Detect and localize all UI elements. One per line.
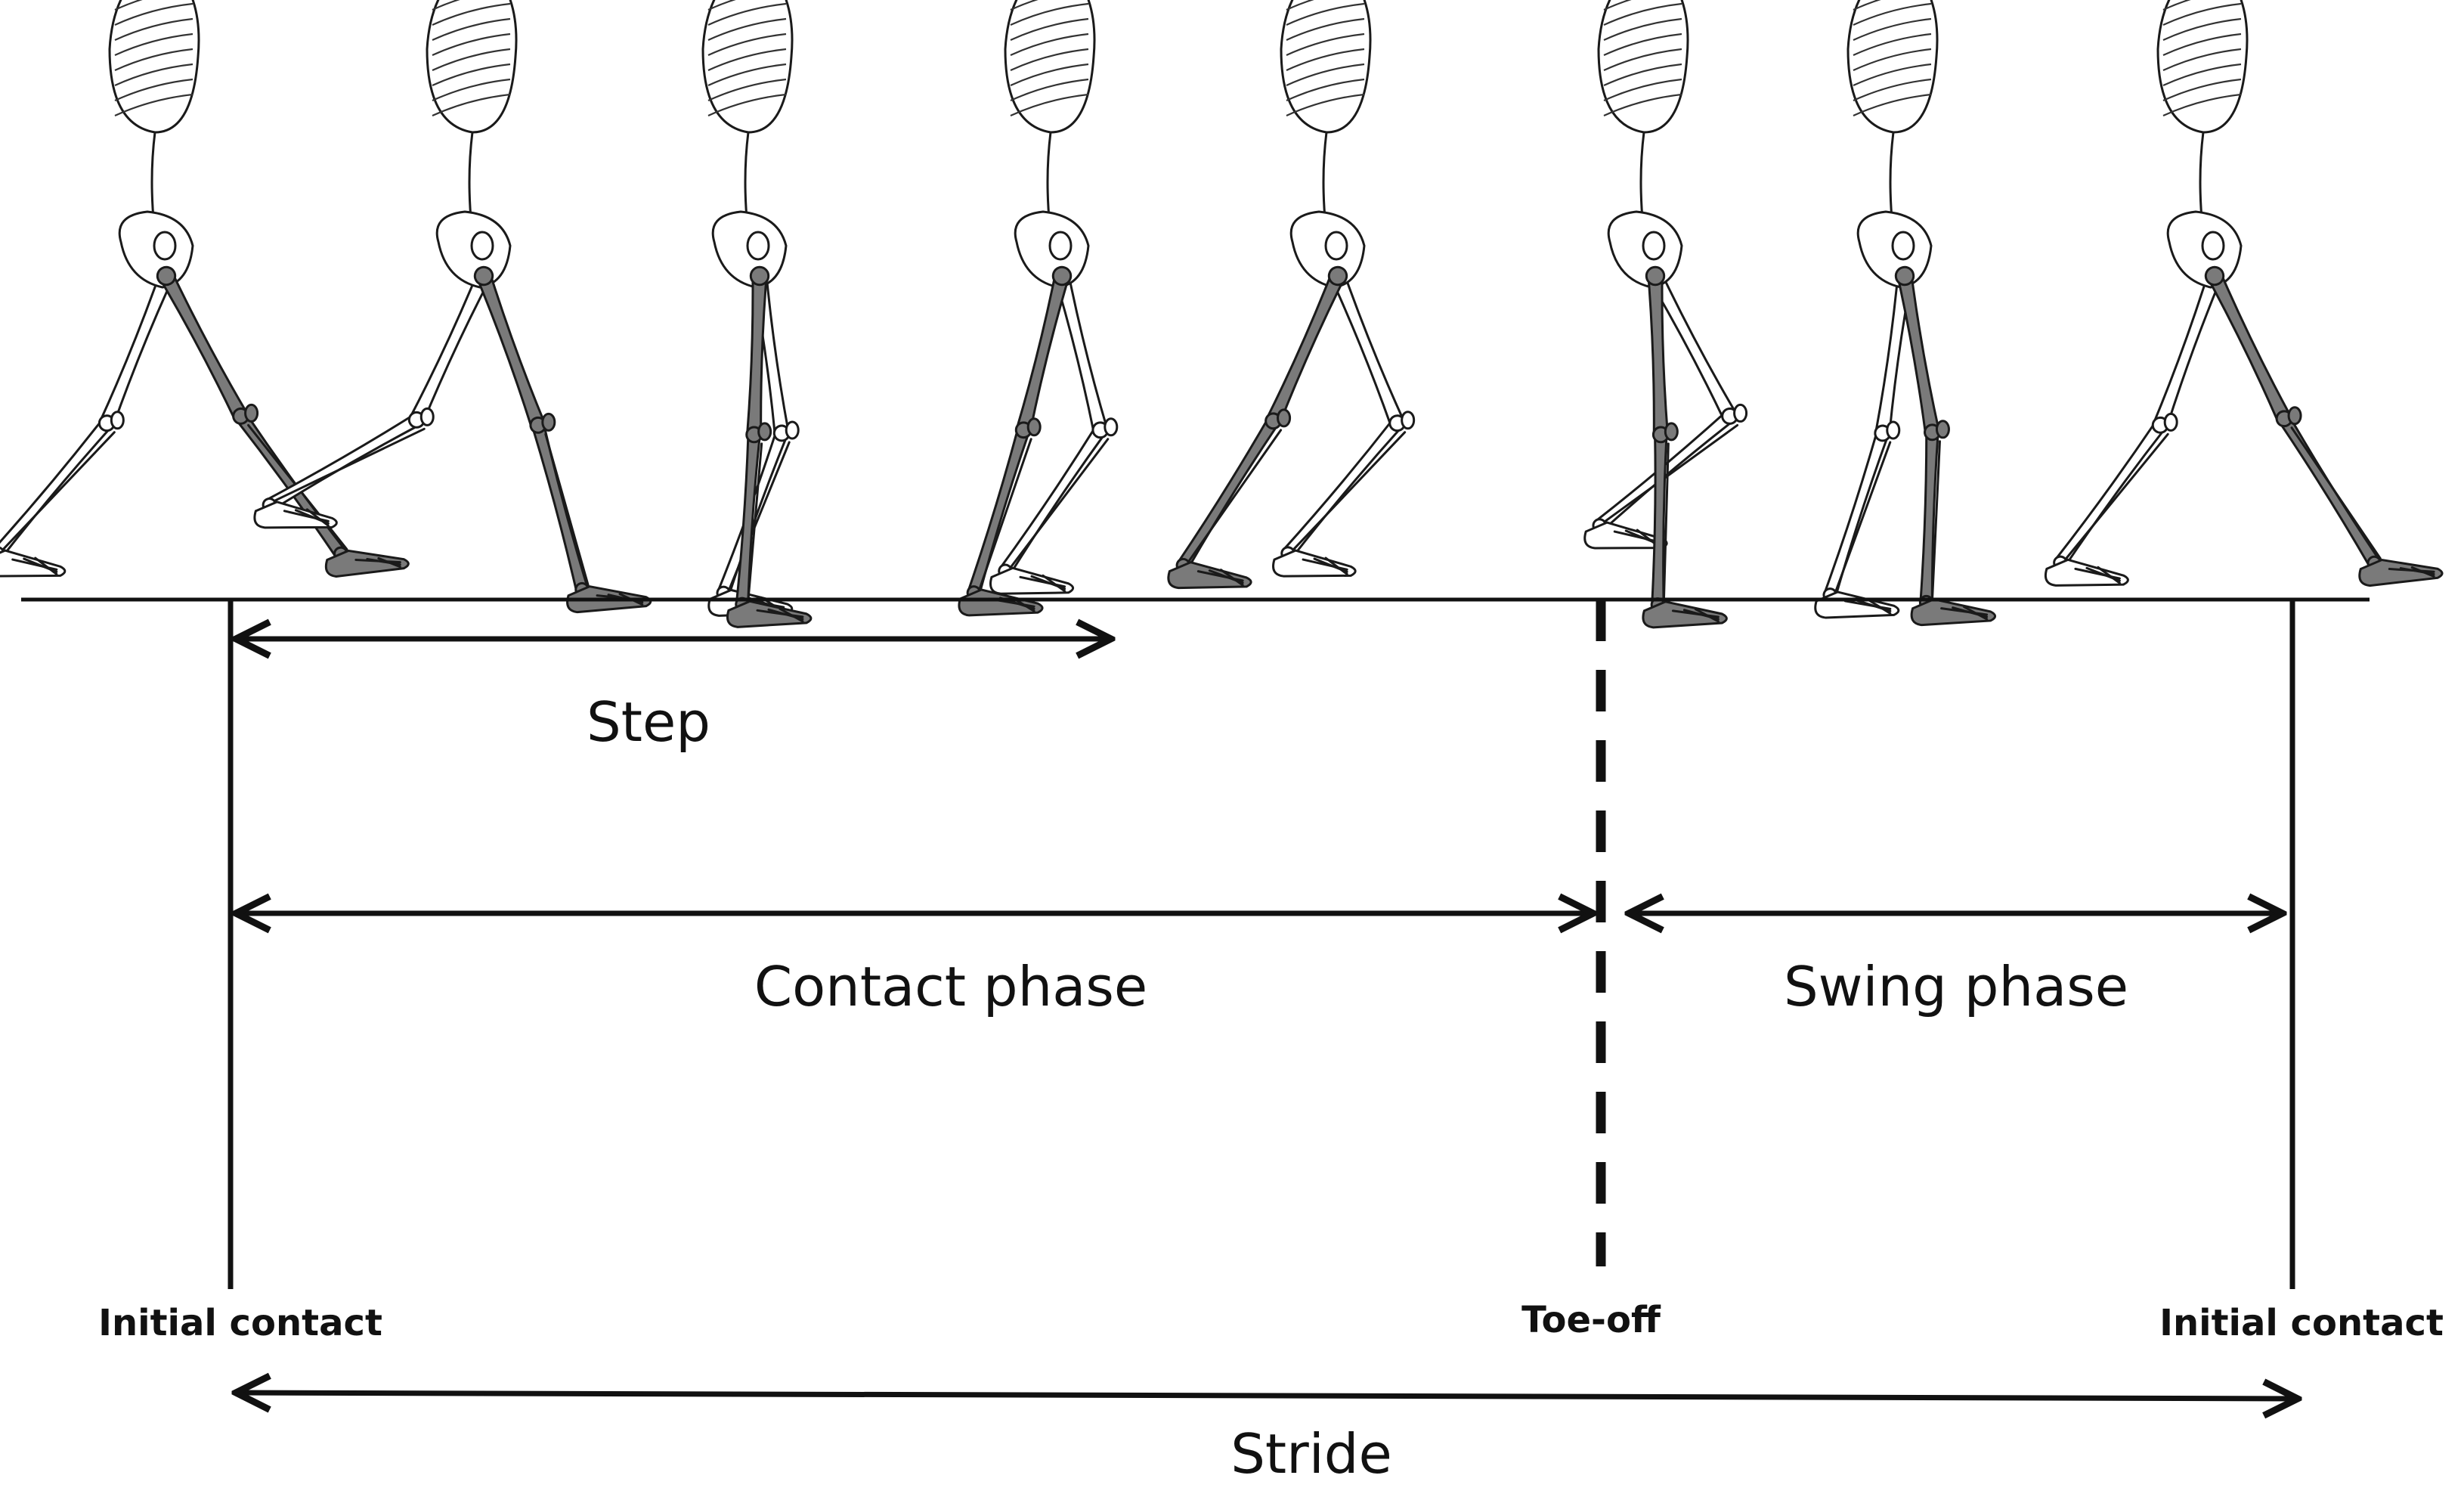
initial-contact-right-label: Initial contact — [2159, 1302, 2444, 1344]
skeleton-figure-2 — [253, 0, 652, 614]
toe-off-label: Toe-off — [1521, 1299, 1661, 1341]
stride-arrow — [236, 1393, 2298, 1399]
skeleton-figure-3 — [701, 0, 813, 628]
skeleton-figure-1 — [0, 0, 410, 578]
walking-skeleton-sequence — [0, 0, 2444, 629]
contact-phase-label: Contact phase — [754, 955, 1147, 1018]
skeleton-figure-8 — [2044, 0, 2444, 587]
swing-phase-label: Swing phase — [1784, 955, 2128, 1018]
stride-label: Stride — [1230, 1422, 1392, 1486]
skeleton-figure-6 — [1583, 0, 1748, 629]
initial-contact-left-label: Initial contact — [98, 1302, 382, 1344]
step-label: Step — [587, 690, 710, 754]
skeleton-figure-5 — [1167, 0, 1416, 590]
skeleton-figure-4 — [958, 0, 1119, 617]
skeleton-figure-7 — [1814, 0, 1997, 627]
